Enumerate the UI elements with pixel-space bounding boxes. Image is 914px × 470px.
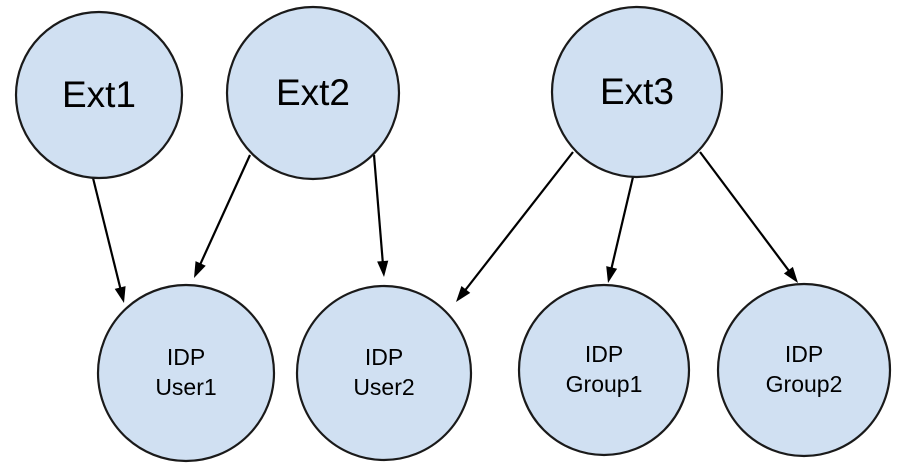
arrow-head-icon [783, 266, 798, 283]
node-label-line1: IDP [167, 344, 205, 370]
node-circle[interactable] [225, 5, 401, 181]
node-idpuser1[interactable]: IDP User1 [96, 283, 276, 463]
edge-line [463, 151, 574, 293]
node-label-line2: User2 [353, 374, 414, 400]
node-idpgroup1[interactable]: IDP Group1 [517, 283, 691, 457]
node-circle[interactable] [14, 10, 184, 180]
edge-line [699, 151, 792, 274]
node-circle[interactable] [550, 5, 724, 179]
node-circle[interactable] [96, 283, 276, 463]
node-label-line2: Group2 [766, 371, 843, 397]
node-ext2[interactable]: Ext2 [225, 5, 401, 181]
node-circle[interactable] [716, 282, 892, 458]
edge-line [91, 177, 122, 291]
edge-ext2-to-idpuser1 [194, 154, 252, 278]
edge-ext1-to-idpuser1 [91, 177, 126, 303]
arrow-head-icon [377, 260, 389, 277]
node-ext1[interactable]: Ext1 [14, 10, 184, 180]
edge-ext3-to-idpgroup2 [699, 151, 798, 283]
node-idpuser2[interactable]: IDP User2 [295, 284, 473, 462]
arrow-head-icon [456, 285, 471, 302]
edge-ext3-to-idpuser2 [456, 151, 574, 302]
arrow-head-icon [194, 261, 206, 278]
node-circle[interactable] [517, 283, 691, 457]
arrow-head-icon [114, 286, 126, 303]
node-label: Ext1 [62, 74, 136, 115]
edge-line [372, 154, 385, 265]
node-idpgroup2[interactable]: IDP Group2 [716, 282, 892, 458]
node-circle[interactable] [295, 284, 473, 462]
node-label-line1: IDP [365, 344, 403, 370]
edges-layer [91, 151, 798, 303]
edge-ext2-to-idpuser2 [372, 154, 389, 277]
node-label: Ext3 [600, 71, 674, 112]
edge-line [198, 154, 252, 267]
edge-ext3-to-idpgroup1 [606, 176, 635, 283]
node-ext3[interactable]: Ext3 [550, 5, 724, 179]
node-label-line1: IDP [785, 341, 823, 367]
node-label: Ext2 [276, 72, 350, 113]
node-label-line2: User1 [155, 374, 216, 400]
node-label-line1: IDP [585, 341, 623, 367]
edge-line [609, 176, 635, 271]
node-label-line2: Group1 [566, 371, 643, 397]
arrow-head-icon [606, 266, 618, 283]
